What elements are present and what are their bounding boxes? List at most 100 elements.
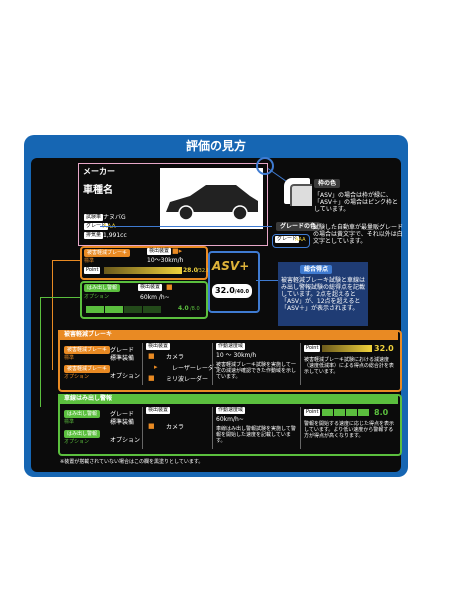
- brake-top-connector: [52, 260, 80, 261]
- summary-lane-badge: オプション: [84, 294, 110, 300]
- camera-icon: ■: [148, 352, 155, 360]
- asv-total-score: 32.0: [215, 286, 235, 295]
- summary-lane-max: /8.0: [190, 306, 200, 312]
- lane-chip-option: はみ出し警報: [64, 430, 101, 438]
- brake-score-bar: [322, 345, 372, 352]
- brake-std-label: 標準装備: [110, 355, 135, 362]
- lane-score-text: 警報を開始する速度に応じた得点を表示しています。より低い速度から警報する方が得点…: [304, 421, 395, 439]
- lane-chip-standard: はみ出し警報: [64, 410, 101, 418]
- summary-lane-score: 4.0: [178, 305, 189, 312]
- brake-speed-value: 10 ～ 30km/h: [216, 352, 257, 359]
- mm-wave-radar-icon: ■: [148, 374, 155, 382]
- brake-sensor-laser: レーザーレーダー: [172, 365, 220, 372]
- brake-chip-standard-badge: 標準: [64, 355, 75, 361]
- lane-speed-text: 車線はみ出し警報試験を実施して警報を開始した速度を記載しています。: [216, 426, 296, 444]
- summary-brake-score: 28.0: [183, 267, 198, 274]
- maker-label: メーカー: [83, 167, 115, 176]
- brake-chip-option: 被害軽減ブレーキ: [64, 365, 111, 373]
- spec-grade-tag: グレード: [84, 223, 109, 230]
- page-title: 評価の見方: [185, 139, 246, 153]
- total-connector: [256, 280, 278, 281]
- lane-grade-label: グレード: [110, 411, 135, 418]
- lane-std-label: 標準装備: [110, 419, 135, 426]
- lane-chip-standard-badge: 標準: [64, 419, 75, 425]
- brake-divider-3: [300, 343, 301, 385]
- spec-cc-value: 1,991cc: [103, 232, 127, 239]
- laser-radar-icon: ▸: [154, 363, 158, 371]
- lane-divider-3: [300, 407, 301, 449]
- summary-lane-bar: [86, 306, 166, 313]
- brake-speed-tag: 作動速度域: [216, 343, 246, 350]
- lane-score-bar: [322, 409, 372, 416]
- brake-detect-tag: 検出装置: [146, 343, 171, 350]
- spec-card: [78, 163, 268, 246]
- lane-section-header-bar: [58, 394, 398, 404]
- lane-speed-tag: 作動速度域: [216, 407, 246, 414]
- car-photo-area: [160, 168, 263, 229]
- summary-lane-detect-tag: 検出装置: [138, 284, 163, 291]
- grade-sample-frame: [272, 234, 310, 248]
- frame-corner-sample: [284, 178, 312, 206]
- frame-note-title: 枠の色: [314, 179, 341, 188]
- brake-sensor-mm: ミリ波レーダー: [166, 376, 209, 383]
- grade-note-text: 試験した自動車が最量販グレードの場合は黄文字で、それ以外は白文字としています。: [313, 224, 404, 245]
- lane-detect-tag: 検出装置: [146, 407, 171, 414]
- lane-divider-1: [142, 407, 143, 449]
- lane-sensor-camera: カメラ: [166, 424, 185, 431]
- summary-brake-max: /32.0: [197, 268, 210, 274]
- total-note-text: 被害軽減ブレーキ試験と車線はみ出し警報試験の総得点を記載しています。2点を超える…: [281, 277, 366, 312]
- brake-divider-2: [212, 343, 213, 385]
- frame-note-text: 「ASV」の場合は枠が緑に、「ASV＋」の場合はピンク枠としています。: [314, 192, 399, 213]
- brake-speed-text: 被害軽減ブレーキ試験を実施して一定の減速が確認できた作動域を示しています。: [216, 362, 297, 380]
- spec-model-value: ナヌバG: [103, 214, 126, 221]
- grade-sample-tag: グレード: [275, 236, 300, 243]
- summary-brake-bar: [104, 267, 182, 274]
- summary-lane-speed: 60km /h~: [140, 294, 170, 301]
- brake-score: 32.0: [374, 344, 394, 353]
- asv-logo: ASV+: [212, 259, 249, 273]
- asv-total-score-pill: 32.0/40.0: [212, 284, 252, 298]
- lane-speed-value: 60km/h~: [216, 416, 244, 423]
- sensor-icon: ■▸: [172, 247, 183, 255]
- car-silhouette-icon: [166, 185, 258, 221]
- asv-total-box: [208, 251, 260, 313]
- grade-sample-value: AAA: [295, 237, 306, 243]
- lane-section-header: 車線はみ出し警報: [64, 395, 113, 402]
- brake-left-connector: [52, 260, 53, 370]
- lane-opt-label: オプション: [110, 437, 141, 444]
- brake-score-text: 被害軽減ブレーキ試験における減速度（速度低減率）による得点の総合計を表示していま…: [304, 357, 394, 375]
- brake-grade-label: グレード: [110, 347, 135, 354]
- lane-top-connector: [40, 297, 80, 298]
- frame-highlight-circle: [256, 157, 274, 175]
- brake-chip-standard: 被害軽減ブレーキ: [64, 346, 111, 354]
- asv-total-max: /40.0: [234, 289, 249, 295]
- footnote: ※装置が搭載されていない場合はこの欄を黒塗りとしています。: [60, 459, 204, 465]
- lane-points-tag: Point: [304, 409, 321, 416]
- grade-connector: [100, 226, 272, 227]
- spec-model-tag: 試験車: [84, 214, 104, 221]
- asv-logo-text: ASV: [212, 259, 240, 273]
- lane-chip-option-badge: オプション: [64, 439, 90, 445]
- camera-icon: ■: [166, 283, 173, 291]
- brake-section-header: 被害軽減ブレーキ: [64, 331, 113, 338]
- brake-opt-label: オプション: [110, 373, 141, 380]
- summary-brake-detect-tag: 検出装置: [147, 248, 172, 255]
- summary-lane-box: [80, 281, 208, 319]
- summary-brake-speed: 10～30km/h: [147, 257, 184, 264]
- brake-divider-1: [142, 343, 143, 385]
- camera-icon: ■: [148, 422, 155, 430]
- summary-brake-label: 被害軽減ブレーキ: [84, 249, 131, 257]
- spec-cc-tag: 排気量: [84, 232, 104, 239]
- summary-brake-badge: 標準: [84, 258, 95, 264]
- total-note-title: 総合得点: [300, 265, 333, 274]
- brake-sensor-camera: カメラ: [166, 354, 185, 361]
- brake-section-header-bar: [58, 330, 398, 340]
- grade-note-title: グレードの色: [276, 222, 321, 231]
- summary-brake-box: [80, 246, 208, 280]
- asv-plus-text: +: [239, 259, 250, 273]
- summary-points-tag: Point: [84, 267, 101, 274]
- brake-chip-option-badge: オプション: [64, 374, 90, 380]
- car-name: 車種名: [83, 185, 113, 196]
- brake-points-tag: Point: [304, 345, 321, 352]
- lane-left-connector: [40, 297, 41, 407]
